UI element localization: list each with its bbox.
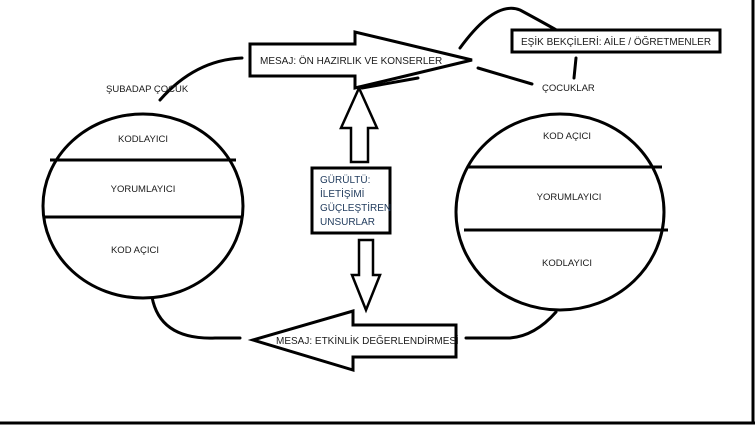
connector-noise-up bbox=[360, 76, 420, 90]
receiver-ellipse bbox=[454, 112, 668, 312]
noise-line-1: GÜRÜLTÜ: bbox=[320, 174, 370, 186]
noise-up-arrow bbox=[339, 84, 379, 164]
sender-ellipse bbox=[41, 112, 245, 300]
receiver-layer-encoder: KODLAYICI bbox=[542, 258, 592, 269]
message-forward-label: MESAJ: ÖN HAZIRLIK VE KONSERLER bbox=[260, 55, 442, 67]
noise-line-2: İLETİŞİMİ bbox=[320, 187, 364, 200]
sender-label: ŞUBADAP ÇOCUK bbox=[106, 84, 189, 95]
sender-layer-decoder: KOD AÇICI bbox=[111, 245, 159, 256]
connector-message-to-gatekeepers bbox=[458, 6, 562, 50]
noise-down-arrow bbox=[350, 238, 382, 314]
sender-layer-encoder: KODLAYICI bbox=[118, 134, 168, 145]
receiver-label: ÇOCUKLAR bbox=[542, 83, 595, 94]
gatekeepers-box bbox=[510, 28, 722, 54]
receiver-layer-interpreter: YORUMLAYICI bbox=[537, 192, 602, 203]
message-feedback-arrow bbox=[247, 309, 458, 373]
message-forward-arrow bbox=[248, 30, 473, 90]
connector-sender-to-message bbox=[158, 56, 244, 102]
noise-box bbox=[310, 166, 392, 235]
noise-line-3: GÜÇLEŞTİREN bbox=[320, 201, 391, 214]
connector-message-to-receiver bbox=[476, 66, 534, 86]
sender-layer-interpreter: YORUMLAYICI bbox=[111, 184, 176, 195]
message-feedback-label: MESAJ: ETKİNLİK DEĞERLENDİRMESİ bbox=[276, 334, 459, 347]
connector-sender-from-feedback bbox=[150, 295, 242, 340]
connector-feedback-from-receiver bbox=[464, 310, 558, 340]
connector-gatekeepers-to-receiver bbox=[572, 56, 578, 80]
receiver-layer-decoder: KOD AÇICI bbox=[543, 131, 591, 142]
noise-line-4: UNSURLAR bbox=[320, 217, 375, 228]
gatekeepers-label: EŞİK BEKÇİLERİ: AİLE / ÖĞRETMENLER bbox=[521, 35, 711, 48]
